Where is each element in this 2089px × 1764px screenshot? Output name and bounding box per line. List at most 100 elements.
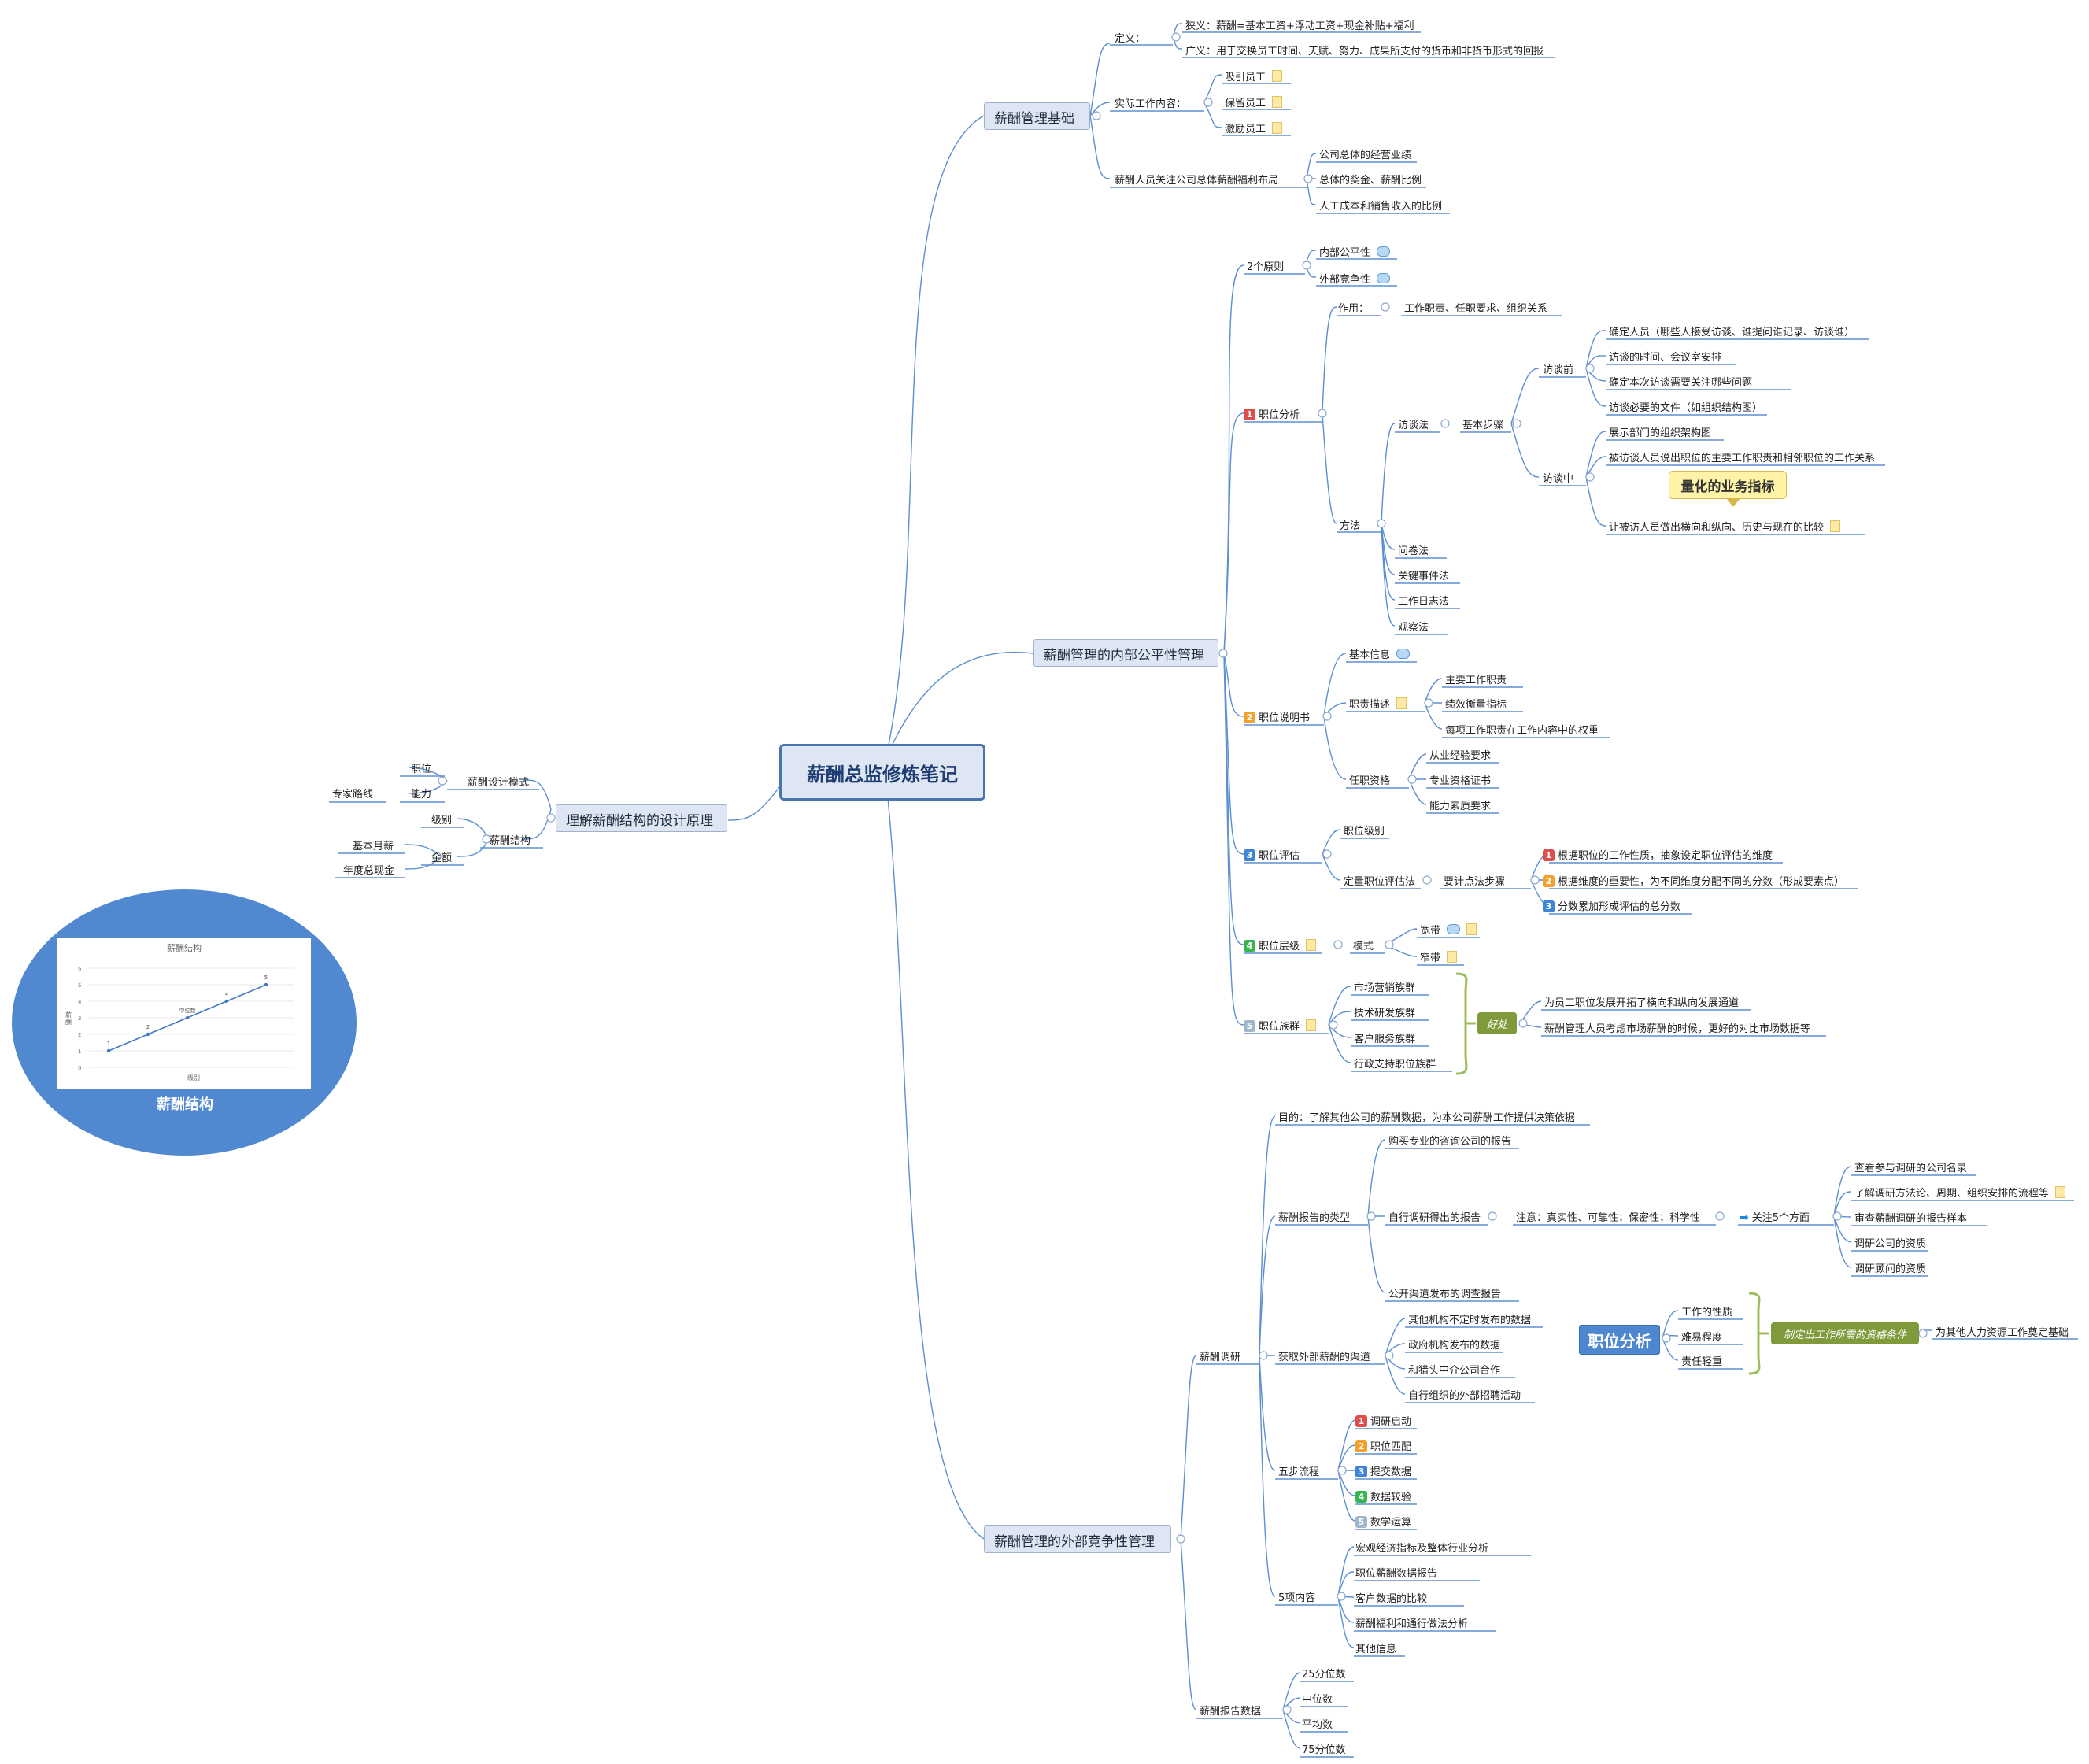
eval-factor-steps[interactable]: 要计点法步骤 xyxy=(1444,876,1506,888)
benefit-2[interactable]: 薪酬管理人员考虑市场薪酬的时候，更好的对比市场数据等 xyxy=(1544,1023,1811,1035)
float-item-difficulty[interactable]: 难易程度 xyxy=(1681,1332,1723,1344)
comment-icon[interactable] xyxy=(1447,924,1461,934)
report-self-node[interactable]: 自行调研得出的报告 xyxy=(1388,1212,1481,1224)
note-icon[interactable] xyxy=(1272,70,1283,82)
during-interview-node[interactable]: 访谈中 xyxy=(1543,473,1574,485)
percentile-25[interactable]: 25分位数 xyxy=(1302,1669,1346,1681)
eval-grade[interactable]: 职位级别 xyxy=(1344,826,1385,838)
role-node[interactable]: 作用： xyxy=(1338,303,1370,315)
jd-basic-info[interactable]: 基本信息 xyxy=(1349,646,1411,661)
concern-performance[interactable]: 公司总体的经营业绩 xyxy=(1319,150,1412,161)
work-attract[interactable]: 吸引员工 xyxy=(1225,68,1283,83)
principle-internal[interactable]: 内部公平性 xyxy=(1319,244,1391,259)
before-item-3[interactable]: 确定本次访谈需要关注哪些问题 xyxy=(1609,377,1753,389)
during-item-1[interactable]: 展示部门的组织架构图 xyxy=(1609,427,1712,439)
percentile-75[interactable]: 75分位数 xyxy=(1302,1744,1346,1756)
topic-internal-fairness[interactable]: 薪酬管理的内部公平性管理 xyxy=(1033,639,1218,667)
channel-3[interactable]: 和猎头中介公司合作 xyxy=(1408,1365,1501,1377)
summary-benefits[interactable]: 好处 xyxy=(1477,1012,1517,1034)
concern-labor-cost[interactable]: 人工成本和销售收入的比例 xyxy=(1319,201,1443,213)
work-retain[interactable]: 保留员工 xyxy=(1225,94,1283,109)
concern-bonus[interactable]: 总体的奖金、薪酬比例 xyxy=(1319,175,1422,187)
definition-broad[interactable]: 广义：用于交换员工时间、天赋、努力、成果所支付的货币和非货币形式的回报 xyxy=(1185,46,1544,57)
qual-item-2[interactable]: 专业资格证书 xyxy=(1429,775,1492,787)
method-work-log[interactable]: 工作日志法 xyxy=(1398,596,1450,608)
before-item-1[interactable]: 确定人员（哪些人接受访谈、谁提问谁记录、访谈谁） xyxy=(1609,327,1855,338)
before-item-2[interactable]: 访谈的时间、会议室安排 xyxy=(1609,352,1722,364)
focus-item-4[interactable]: 调研公司的资质 xyxy=(1854,1238,1927,1250)
content-item-5[interactable]: 其他信息 xyxy=(1355,1644,1397,1655)
topic-external-competitiveness[interactable]: 薪酬管理的外部竞争性管理 xyxy=(984,1525,1171,1553)
focus-item-1[interactable]: 查看参与调研的公司名录 xyxy=(1854,1163,1968,1174)
basic-steps-node[interactable]: 基本步骤 xyxy=(1462,420,1504,431)
note-icon[interactable] xyxy=(1466,923,1477,935)
average[interactable]: 平均数 xyxy=(1302,1719,1333,1731)
during-item-3[interactable]: 让被访人员做出横向和纵向、历史与现在的比较 xyxy=(1609,519,1841,534)
report-buy[interactable]: 购买专业的咨询公司的报告 xyxy=(1388,1136,1512,1148)
focus-five-node[interactable]: ➡关注5个方面 xyxy=(1740,1209,1810,1224)
before-interview-node[interactable]: 访谈前 xyxy=(1543,364,1574,376)
principles-node[interactable]: 2个原则 xyxy=(1247,261,1285,273)
salary-structure-node[interactable]: 薪酬结构 xyxy=(490,835,531,847)
comment-icon[interactable] xyxy=(1396,649,1411,659)
expert-route-node[interactable]: 专家路线 xyxy=(332,789,374,801)
note-icon[interactable] xyxy=(2055,1186,2066,1198)
definition-node[interactable]: 定义： xyxy=(1115,33,1146,45)
comment-icon[interactable] xyxy=(1377,246,1391,257)
before-item-4[interactable]: 访谈必要的文件（如组织结构图） xyxy=(1609,402,1763,414)
amount-annual-cash[interactable]: 年度总现金 xyxy=(343,865,395,877)
note-icon[interactable] xyxy=(1396,697,1407,709)
focus-item-2[interactable]: 了解调研方法论、周期、组织安排的流程等 xyxy=(1854,1185,2066,1200)
focus-item-5[interactable]: 调研顾问的资质 xyxy=(1854,1263,1927,1275)
jd-duty-node[interactable]: 职责描述 xyxy=(1349,696,1407,711)
report-types-node[interactable]: 薪酬报告的类型 xyxy=(1278,1212,1351,1224)
qual-item-3[interactable]: 能力素质要求 xyxy=(1429,801,1492,812)
eval-quant-node[interactable]: 定量职位评估法 xyxy=(1344,876,1416,888)
interview-node[interactable]: 访谈法 xyxy=(1398,420,1429,431)
float-item-responsibility[interactable]: 责任轻重 xyxy=(1681,1356,1723,1368)
note-icon[interactable] xyxy=(1306,939,1317,951)
channel-1[interactable]: 其他机构不定时发布的数据 xyxy=(1408,1315,1532,1326)
content-item-2[interactable]: 职位薪酬数据报告 xyxy=(1355,1568,1438,1580)
float-item-nature[interactable]: 工作的性质 xyxy=(1681,1307,1733,1318)
survey-purpose[interactable]: 目的：了解其他公司的薪酬数据，为本公司薪酬工作提供决策依据 xyxy=(1278,1112,1576,1124)
family-admin[interactable]: 行政支持职位族群 xyxy=(1354,1059,1436,1071)
structure-level[interactable]: 级别 xyxy=(431,815,453,827)
principle-external[interactable]: 外部竞争性 xyxy=(1319,271,1391,286)
note-icon[interactable] xyxy=(1272,122,1283,134)
design-mode-node[interactable]: 薪酬设计模式 xyxy=(468,777,530,789)
design-mode-ability[interactable]: 能力 xyxy=(411,789,432,801)
comment-icon[interactable] xyxy=(1377,273,1391,283)
work-motivate[interactable]: 激励员工 xyxy=(1225,120,1283,135)
process-node[interactable]: 五步流程 xyxy=(1278,1466,1320,1478)
left-branch-topic[interactable]: 理解薪酬结构的设计原理 xyxy=(556,804,727,832)
amount-basic-monthly[interactable]: 基本月薪 xyxy=(353,841,394,852)
note-icon[interactable] xyxy=(1306,1019,1317,1031)
role-value[interactable]: 工作职责、任职要求、组织关系 xyxy=(1404,303,1548,315)
concern-node[interactable]: 薪酬人员关注公司总体薪酬福利布局 xyxy=(1115,175,1279,187)
structure-amount[interactable]: 金额 xyxy=(431,852,453,864)
qual-item-1[interactable]: 从业经验要求 xyxy=(1429,750,1492,762)
jd-qualification-node[interactable]: 任职资格 xyxy=(1349,775,1391,787)
levels-broadband[interactable]: 宽带 xyxy=(1420,922,1477,937)
duty-item-1[interactable]: 主要工作职责 xyxy=(1445,675,1507,686)
design-mode-position[interactable]: 职位 xyxy=(411,764,432,775)
family-rnd[interactable]: 技术研发族群 xyxy=(1354,1008,1416,1019)
topic-salary-basics[interactable]: 薪酬管理基础 xyxy=(984,102,1090,130)
work-content-node[interactable]: 实际工作内容： xyxy=(1115,98,1187,110)
definition-narrow[interactable]: 狭义：薪酬=基本工资+浮动工资+现金补贴+福利 xyxy=(1185,20,1414,32)
report-data-node[interactable]: 薪酬报告数据 xyxy=(1200,1706,1262,1718)
content-item-4[interactable]: 薪酬福利和通行做法分析 xyxy=(1355,1618,1469,1630)
method-questionnaire[interactable]: 问卷法 xyxy=(1398,545,1429,557)
report-public[interactable]: 公开渠道发布的调查报告 xyxy=(1388,1289,1502,1300)
